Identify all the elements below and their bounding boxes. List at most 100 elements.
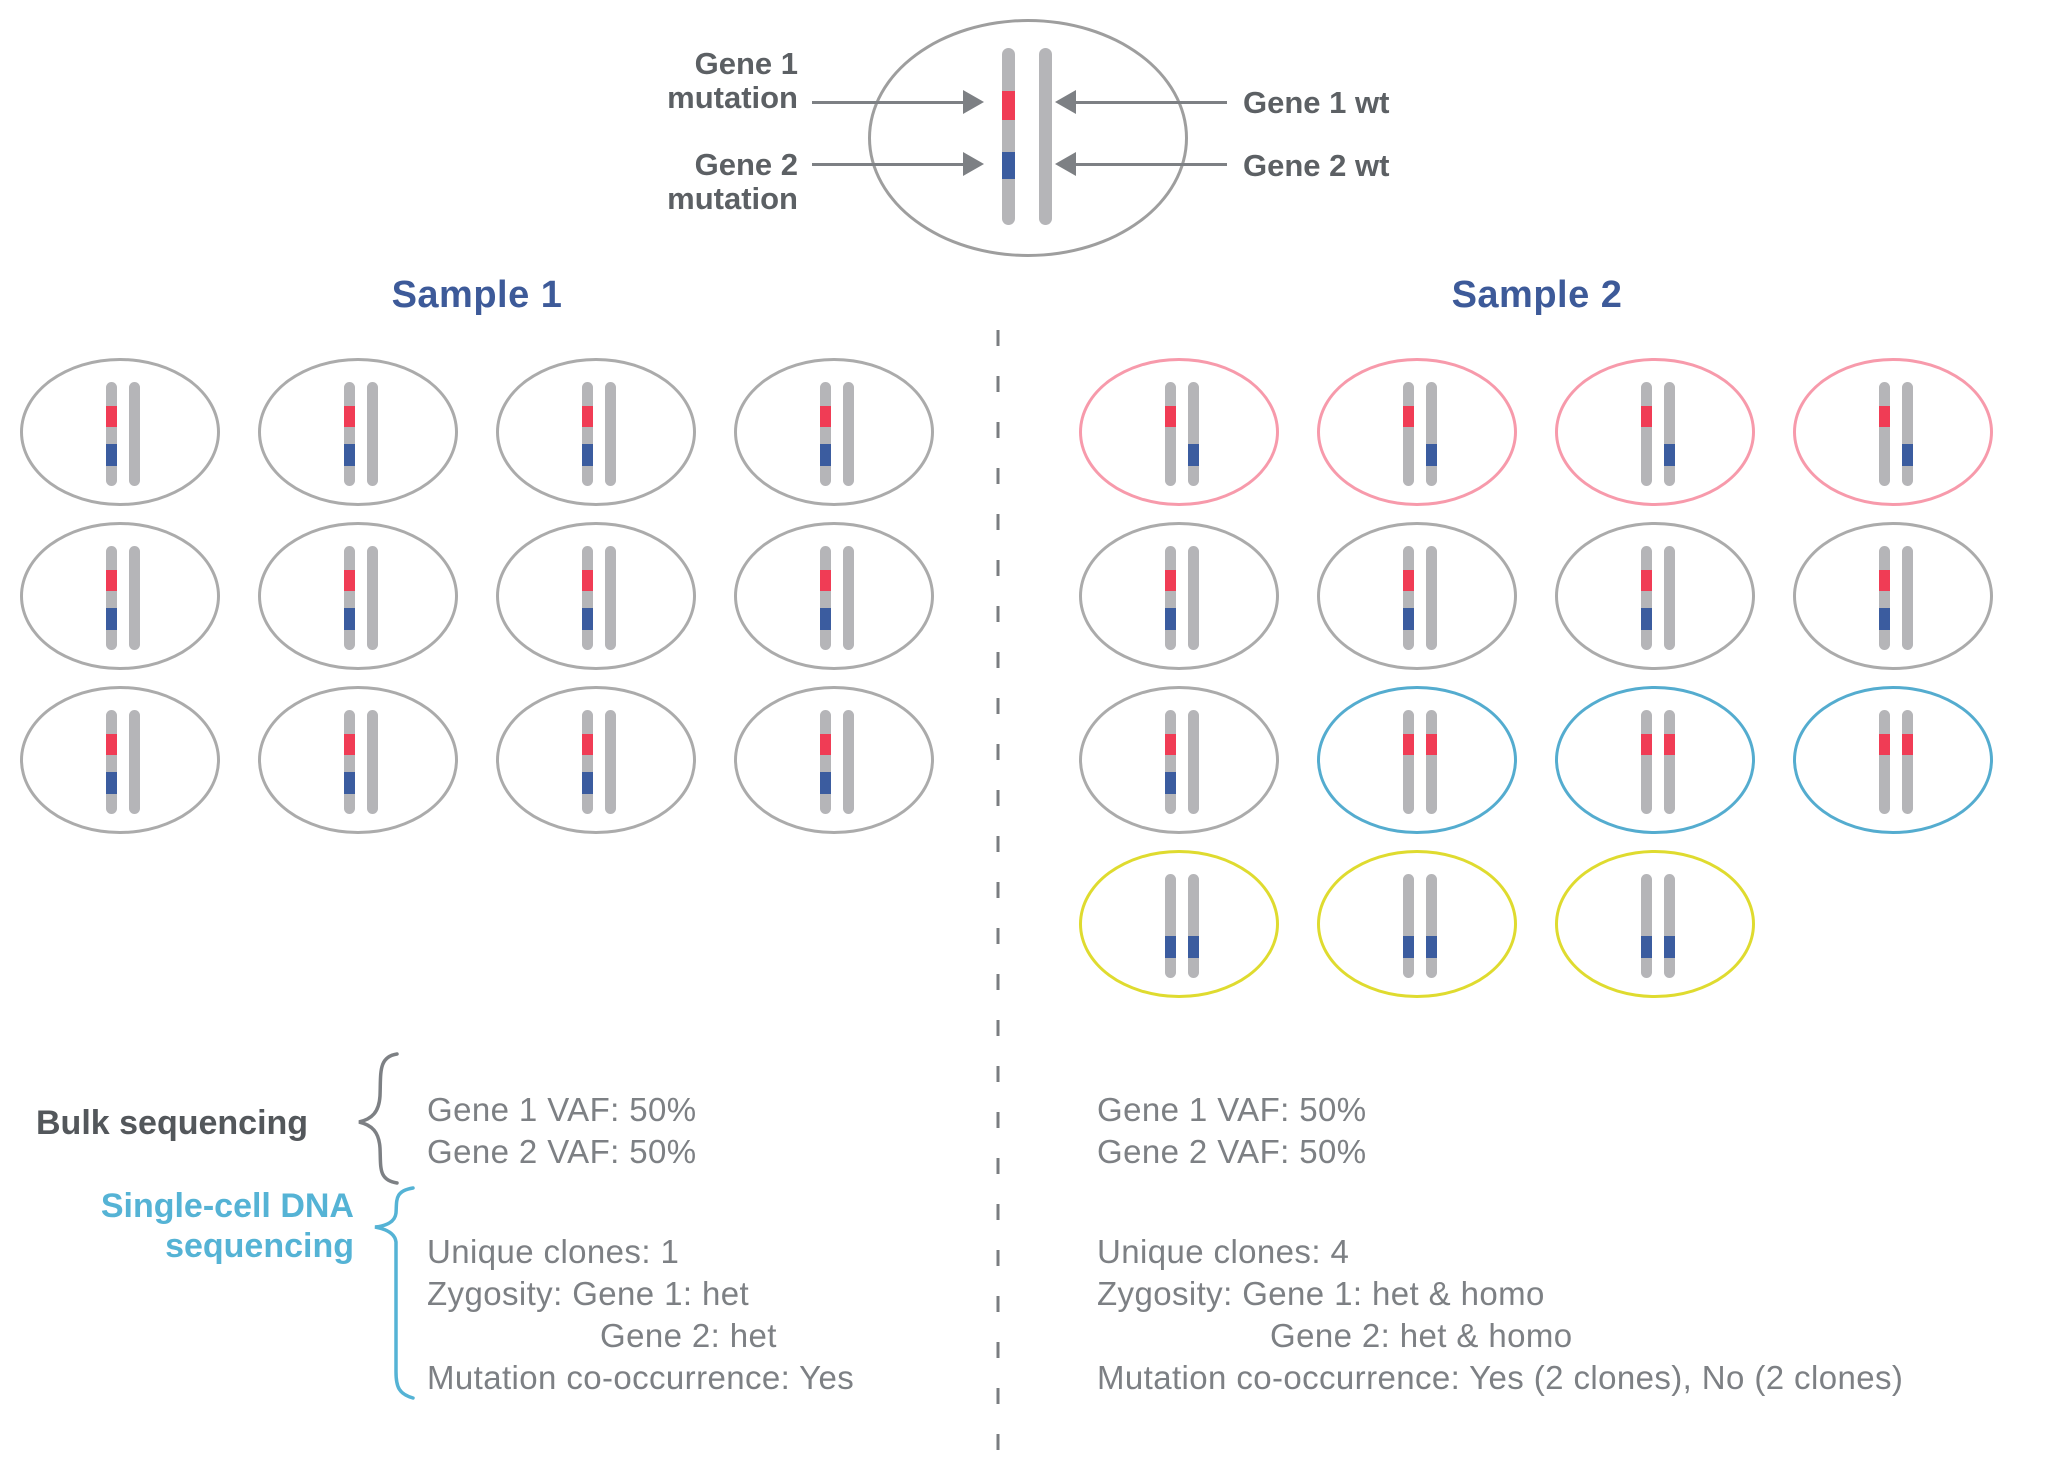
gene1-mutation-band xyxy=(106,570,117,591)
gene1-wt-label: Gene 1 wt xyxy=(1243,85,1390,120)
chromosome-left xyxy=(344,546,355,650)
gene2-mutation-band xyxy=(1426,936,1437,958)
cell-sample2-r4-c1-homo_gene2 xyxy=(1079,850,1279,998)
cell-sample1-r2-c2-het_cis xyxy=(258,522,458,670)
chromosome-right xyxy=(1188,382,1199,486)
chromosome-right xyxy=(1188,710,1199,814)
chromosome-left xyxy=(1879,710,1890,814)
cell-sample1-r3-c2-het_cis xyxy=(258,686,458,834)
single-cell-label-line1: Single-cell DNA xyxy=(100,1187,354,1225)
chromosome-right xyxy=(1664,546,1675,650)
gene2-mutation-band xyxy=(344,608,355,630)
sample2-singlecell-block: Unique clones: 4 Zygosity: Gene 1: het &… xyxy=(1097,1231,1903,1399)
gene1-mutation-band xyxy=(1879,406,1890,427)
gene1-mutation-band xyxy=(1403,734,1414,755)
chromosome-left xyxy=(106,546,117,650)
sample2-gene1-vaf: Gene 1 VAF: 50% xyxy=(1097,1091,1367,1128)
chromosome-left xyxy=(820,382,831,486)
single-cell-label-line2: sequencing xyxy=(165,1227,354,1265)
chromosome-right xyxy=(843,382,854,486)
gene2-wt-label: Gene 2 wt xyxy=(1243,148,1390,183)
gene2-mutation-band xyxy=(820,608,831,630)
sample1-heading: Sample 1 xyxy=(391,274,563,316)
chromosome-right xyxy=(1902,546,1913,650)
gene2-mutation-band xyxy=(1426,444,1437,466)
gene2-mutation-band xyxy=(1664,444,1675,466)
chromosome-right xyxy=(605,382,616,486)
chromosome-wildtype xyxy=(1039,48,1052,225)
cell-sample2-r2-c1-het_cis xyxy=(1079,522,1279,670)
chromosome-left xyxy=(582,546,593,650)
gene1-mutation-band xyxy=(582,734,593,755)
gene1-mutation-band xyxy=(820,734,831,755)
cell-sample2-r2-c3-het_cis xyxy=(1555,522,1755,670)
chromosome-mutant xyxy=(1002,48,1015,225)
cell-sample2-r2-c2-het_cis xyxy=(1317,522,1517,670)
cell-sample1-r1-c3-het_cis xyxy=(496,358,696,506)
chromosome-right xyxy=(367,546,378,650)
gene2-mutation-band xyxy=(344,444,355,466)
cell-sample2-r3-c4-homo_gene1 xyxy=(1793,686,1993,834)
cell-sample2-r1-c2-het_trans xyxy=(1317,358,1517,506)
chromosome-right xyxy=(1426,382,1437,486)
chromosome-left xyxy=(1403,382,1414,486)
chromosome-left xyxy=(820,710,831,814)
parent-cell xyxy=(868,19,1188,257)
gene2-mutation-label: Gene 2 mutation xyxy=(538,148,798,216)
sample2-unique-clones: Unique clones: 4 xyxy=(1097,1233,1350,1270)
cell-sample1-r2-c3-het_cis xyxy=(496,522,696,670)
gene1-mutation-band xyxy=(1641,406,1652,427)
chromosome-left xyxy=(1403,874,1414,978)
chromosome-right xyxy=(1188,874,1199,978)
gene1-mutation-band xyxy=(820,406,831,427)
chromosome-right xyxy=(1902,710,1913,814)
chromosome-left xyxy=(1879,546,1890,650)
cell-sample2-r1-c1-het_trans xyxy=(1079,358,1279,506)
chromosome-left xyxy=(106,710,117,814)
sample1-gene2-vaf: Gene 2 VAF: 50% xyxy=(427,1133,697,1170)
chromosome-right xyxy=(129,546,140,650)
gene1-mutation-label: Gene 1 mutation xyxy=(538,47,798,115)
chromosome-right xyxy=(1902,382,1913,486)
gene2-mutation-band xyxy=(1002,152,1015,179)
gene1-mutation-band xyxy=(1165,734,1176,755)
chromosome-left xyxy=(1165,710,1176,814)
gene1-mutation-band xyxy=(1403,570,1414,591)
sample2-heading: Sample 2 xyxy=(1451,274,1623,316)
sample2-gene2-vaf: Gene 2 VAF: 50% xyxy=(1097,1133,1367,1170)
gene2-mutation-band xyxy=(106,772,117,794)
gene2-mutation-band xyxy=(582,444,593,466)
cell-sample1-r3-c1-het_cis xyxy=(20,686,220,834)
sample1-singlecell-block: Unique clones: 1 Zygosity: Gene 1: het G… xyxy=(427,1231,854,1399)
chromosome-left xyxy=(106,382,117,486)
chromosome-left xyxy=(582,710,593,814)
single-cell-sequencing-brace xyxy=(374,1186,415,1400)
chromosome-left xyxy=(1641,710,1652,814)
gene1-mutation-label-line2: mutation xyxy=(667,80,798,115)
gene1-mutation-band xyxy=(582,406,593,427)
sample1-gene1-vaf: Gene 1 VAF: 50% xyxy=(427,1091,697,1128)
gene1-mutation-band xyxy=(820,570,831,591)
gene2-mutation-band xyxy=(344,772,355,794)
gene2-mutation-band xyxy=(1165,608,1176,630)
cell-sample1-r3-c4-het_cis xyxy=(734,686,934,834)
chromosome-right xyxy=(1426,546,1437,650)
sample1-zygosity-gene2: Gene 2: het xyxy=(600,1317,777,1354)
gene1-mutation-band xyxy=(1426,734,1437,755)
chromosome-right xyxy=(1664,710,1675,814)
single-cell-sequencing-label: Single-cell DNA sequencing xyxy=(0,1186,354,1266)
gene2-mutation-band xyxy=(820,444,831,466)
gene2-mutation-band xyxy=(1879,608,1890,630)
sample1-unique-clones: Unique clones: 1 xyxy=(427,1233,680,1270)
sample1-zygosity-gene1: Zygosity: Gene 1: het xyxy=(427,1275,750,1312)
gene2-mutation-band xyxy=(1902,444,1913,466)
chromosome-left xyxy=(1403,710,1414,814)
cell-sample1-r2-c1-het_cis xyxy=(20,522,220,670)
gene1-mutation-band xyxy=(1002,91,1015,120)
sample1-vaf-block: Gene 1 VAF: 50% Gene 2 VAF: 50% xyxy=(427,1089,697,1173)
gene1-mutation-band xyxy=(1879,570,1890,591)
cell-sample2-r2-c4-het_cis xyxy=(1793,522,1993,670)
gene2-mutation-band xyxy=(1403,936,1414,958)
gene2-mutation-band xyxy=(582,772,593,794)
